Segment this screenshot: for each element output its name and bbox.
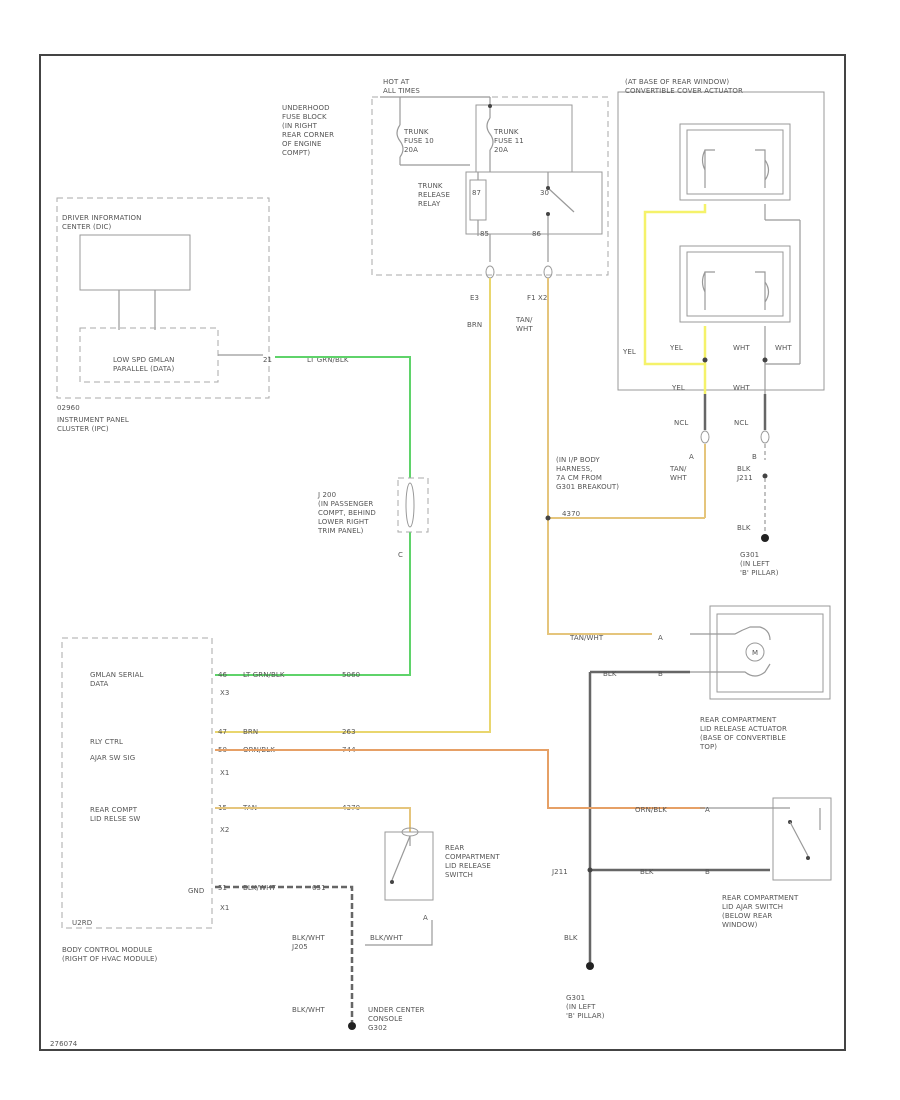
tan-wht-right-label: TAN/WHT (669, 465, 687, 482)
blk-left-g301-label: BLK (564, 934, 578, 942)
wire-tan-wht-label: TAN/WHT (515, 316, 533, 333)
relay-pin-87: 87 (472, 189, 481, 197)
ipc-pin-label: 21 (263, 356, 272, 364)
bcm-pin-51: 51 (218, 884, 227, 892)
bcm-conn-x3: X3 (220, 689, 229, 697)
actuator-pin-a-label: A (658, 634, 663, 642)
ipc-id-label: 02960 (57, 404, 80, 412)
bcm-pin-46: 46 (218, 671, 228, 679)
tan-wht-actuator-label: TAN/WHT (569, 634, 604, 642)
connector-e3: E3 (470, 294, 479, 302)
bcm-wire-brn: BRN (243, 728, 258, 736)
tan-wht-wire (547, 278, 652, 635)
wht-2-label: WHT (775, 344, 792, 352)
actuator-pin-b-label: B (658, 670, 663, 678)
wire-brn-label: BRN (467, 321, 482, 329)
brn-wire (215, 278, 491, 733)
body-control-module-label: BODY CONTROL MODULE(RIGHT OF HVAC MODULE… (62, 946, 157, 963)
bcm-conn-x2: X2 (220, 826, 229, 834)
pin-a-label: A (689, 453, 694, 461)
wht-1-label: WHT (733, 344, 750, 352)
diagram-frame (39, 54, 846, 1051)
gmlan-wire-lower (215, 532, 411, 676)
connector-f1-x2: F1 X2 (527, 294, 547, 302)
ajar-pin-a-label: A (705, 806, 710, 814)
yel-lower-label: YEL (671, 384, 685, 392)
relay-pin-86: 86 (532, 230, 542, 238)
blk-wht-lower-label: BLK/WHT (292, 1006, 325, 1014)
orn-blk-ajar-label: ORN/BLK (635, 806, 667, 814)
gnd-label: GND (188, 887, 204, 895)
bcm-pin-47: 47 (218, 728, 227, 736)
j200-pin-label: C (398, 551, 403, 559)
ajar-pin-b-label: B (705, 868, 710, 876)
bcm-splice-brn: 263 (342, 728, 356, 736)
bcm-conn-x1b: X1 (220, 904, 229, 912)
lp-id-label: U2RD (72, 919, 92, 927)
bcm-conn-x1: X1 (220, 769, 229, 777)
g301-left-label: G301(IN LEFT'B' PILLAR) (566, 994, 605, 1020)
relay-pin-85: 85 (480, 230, 489, 238)
bcm-wire-blkwht: BLK/WHT (243, 884, 276, 892)
ncl-1-label: NCL (674, 419, 688, 427)
orn-blk-wire (215, 749, 705, 809)
gmlan-wire (275, 356, 411, 478)
blk-wht-switch-label: BLK/WHT (370, 934, 403, 942)
tan-wire (215, 807, 411, 832)
at-base-rear-window-label: (AT BASE OF REAR WINDOW)CONVERTIBLE COVE… (625, 78, 743, 95)
blk-ajar-label: BLK (640, 868, 654, 876)
blk-actuator-label: BLK (603, 670, 617, 678)
j211-label: J211 (551, 868, 568, 876)
motor-m-label: M (752, 649, 758, 657)
wht-lower-label: WHT (733, 384, 750, 392)
rly-ctrl-label: RLY CTRL (90, 738, 123, 746)
ajar-sw-label: AJAR SW SIG (90, 754, 135, 762)
blk-wht-wire (215, 885, 354, 1022)
yel-left-label: YEL (622, 348, 636, 356)
tan-wht-splice-label: 4370 (562, 510, 580, 518)
ipc-wire-label: LT GRN/BLK (307, 356, 349, 364)
g301-right-label: G301(IN LEFT'B' PILLAR) (740, 551, 779, 577)
relay-pin-30: 30 (540, 189, 549, 197)
yel-mid-label: YEL (669, 344, 683, 352)
pin-b-label: B (752, 453, 757, 461)
bcm-wire-green: LT GRN/BLK (243, 671, 285, 679)
figure-id: 276074 (50, 1040, 78, 1048)
blk-right-label: BLK (737, 524, 751, 532)
switch-pin-a-label: A (423, 914, 428, 922)
convertible-cover-actuator: (AT BASE OF REAR WINDOW)CONVERTIBLE COVE… (617, 78, 825, 394)
ncl-2-label: NCL (734, 419, 748, 427)
bcm-splice-green: 5060 (342, 671, 360, 679)
